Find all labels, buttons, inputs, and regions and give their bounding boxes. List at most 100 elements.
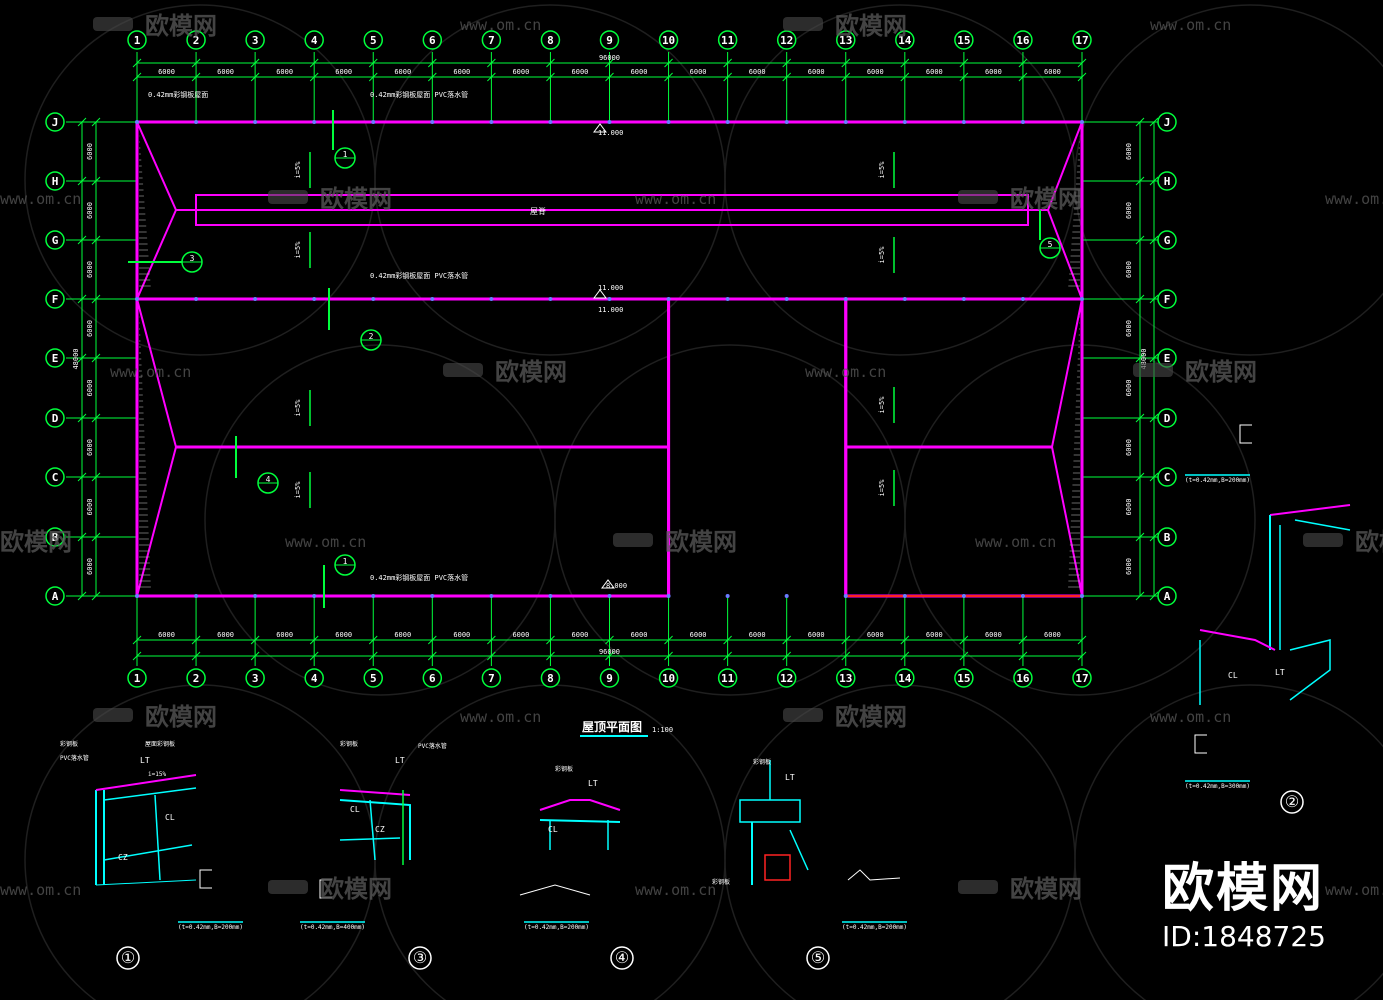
dimension-tick xyxy=(91,117,101,127)
grid-column-label: 7 xyxy=(488,672,495,685)
grid-column-bubble xyxy=(1013,668,1033,688)
detail-gutter xyxy=(739,799,801,823)
section-mark-label: 5 xyxy=(1048,240,1053,249)
purlin-node xyxy=(607,297,612,301)
dimension-tick xyxy=(427,635,437,645)
watermark-arc xyxy=(1074,684,1383,1000)
grid-row-label: A xyxy=(52,590,59,603)
plan-scale: 1:100 xyxy=(652,726,673,734)
roof-note: 0.42mm彩钢板屋面 PVC落水管 xyxy=(370,90,468,99)
section-mark-label: 2 xyxy=(369,332,374,341)
watermark-logo-icon xyxy=(93,708,133,722)
watermark-brand: 欧模网 xyxy=(1010,875,1082,903)
grid-row-bubble xyxy=(45,230,65,250)
purlin-node xyxy=(548,120,553,124)
dimension-tick xyxy=(1149,117,1159,127)
dimension-tick xyxy=(1149,353,1159,363)
purlin-node xyxy=(607,120,612,124)
grid-row-label: F xyxy=(52,293,59,306)
dimension-tick xyxy=(605,58,614,68)
grid-row-label: J xyxy=(1164,116,1171,129)
detail-number: ④ xyxy=(615,948,629,967)
dimension-tick xyxy=(427,72,437,82)
slope-label: i=5% xyxy=(878,479,886,497)
grid-row-bubble xyxy=(1157,230,1177,250)
detail-note: 彩钢板 xyxy=(60,740,78,748)
grid-column-label: 13 xyxy=(839,34,852,47)
watermark-logo-icon xyxy=(958,880,998,894)
detail-number-circle xyxy=(408,946,432,970)
row-dimension: 6000 xyxy=(1125,261,1133,278)
grid-column-bubble xyxy=(836,30,856,50)
detail-label: CL xyxy=(548,825,558,834)
watermark-url: www.om.cn xyxy=(0,190,81,208)
dimension-tick xyxy=(605,651,614,661)
watermark-brand: 欧模网 xyxy=(320,185,392,213)
watermark-url: www.om.cn xyxy=(0,881,81,899)
dimension-tick xyxy=(91,413,101,423)
detail-number: ⑤ xyxy=(811,948,825,967)
total-width-dimension: 48000 xyxy=(1140,348,1148,369)
purlin-node xyxy=(548,297,553,301)
detail-note: 彩钢板 xyxy=(753,758,771,766)
grid-row-bubble xyxy=(45,348,65,368)
elevation-label: 11.000 xyxy=(598,306,623,314)
span-dimension: 6000 xyxy=(631,68,648,76)
detail-brace xyxy=(789,829,809,871)
purlin-node xyxy=(666,120,671,124)
slope-label: i=5% xyxy=(294,241,302,259)
row-dimension: 6000 xyxy=(86,261,94,278)
row-dimension: 6000 xyxy=(86,499,94,516)
dimension-tick xyxy=(664,651,673,661)
dimension-tick xyxy=(1135,591,1145,601)
dimension-tick xyxy=(368,651,378,661)
elevation-mark xyxy=(593,289,607,299)
steel-profile xyxy=(1239,424,1252,444)
dimension-tick xyxy=(1149,235,1159,245)
grid-column-bubble xyxy=(895,668,915,688)
watermark-brand: 欧模网 xyxy=(145,12,217,40)
watermark-url: www.om.cn xyxy=(1150,16,1231,34)
purlin-node xyxy=(961,297,966,301)
purlin-node xyxy=(1080,120,1084,124)
detail-note: 彩钢板 xyxy=(555,765,573,773)
grid-row-label: B xyxy=(52,531,59,544)
grid-row-label: C xyxy=(1164,471,1171,484)
purlin-node xyxy=(843,594,848,598)
grid-row-bubble xyxy=(1157,586,1177,606)
purlin-node xyxy=(784,120,789,124)
dimension-tick xyxy=(191,635,201,645)
grid-column-label: 3 xyxy=(252,34,259,47)
detail-label: CL xyxy=(1228,671,1238,680)
watermark-brand: 欧模网 xyxy=(1185,358,1257,386)
grid-row-bubble xyxy=(45,171,65,191)
dimension-tick xyxy=(132,651,142,661)
watermark-brand: 欧模网 xyxy=(835,12,907,40)
span-dimension: 6000 xyxy=(158,631,175,639)
grid-column-bubble xyxy=(836,668,856,688)
span-dimension: 6000 xyxy=(512,631,529,639)
grid-column-label: 5 xyxy=(370,34,377,47)
dimension-tick xyxy=(132,635,142,645)
dimension-tick xyxy=(1018,635,1028,645)
row-dimension: 6000 xyxy=(86,202,94,219)
watermark-url: www.om.cn xyxy=(1150,708,1231,726)
watermark-arc xyxy=(204,344,556,696)
dimension-tick xyxy=(368,72,378,82)
grid-column-label: 8 xyxy=(547,672,554,685)
grid-column-bubble xyxy=(717,668,738,688)
watermark-logo-icon xyxy=(958,190,998,204)
detail-base xyxy=(95,879,197,886)
dimension-tick xyxy=(782,651,792,661)
grid-row-bubble xyxy=(45,527,65,547)
purlin-node xyxy=(430,297,435,301)
span-dimension: 6000 xyxy=(394,68,411,76)
grid-column-bubble xyxy=(776,30,797,50)
purlin-node xyxy=(725,594,730,598)
dimension-tick xyxy=(1135,472,1145,482)
dimension-tick xyxy=(841,58,851,68)
span-dimension: 6000 xyxy=(335,631,352,639)
span-dimension: 6000 xyxy=(1044,631,1061,639)
grid-column-bubble xyxy=(127,668,147,688)
grid-column-label: 10 xyxy=(662,672,675,685)
